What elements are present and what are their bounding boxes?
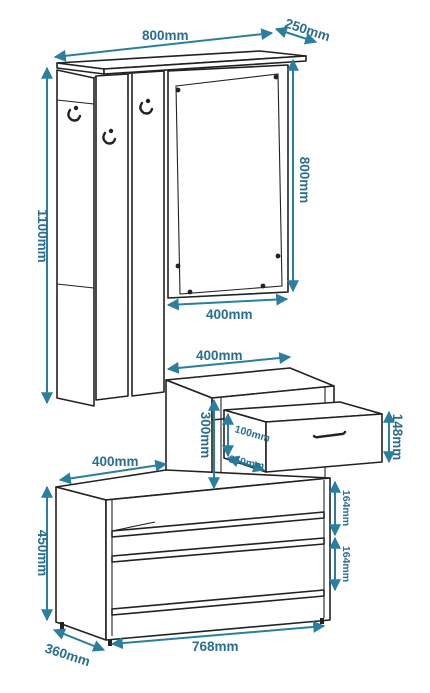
label-total-height: 1100mm bbox=[35, 209, 50, 262]
hook-icon bbox=[102, 128, 117, 145]
label-drawer-height: 148mm bbox=[390, 414, 405, 461]
label-bench-width: 768mm bbox=[192, 639, 239, 654]
panel-3 bbox=[131, 70, 165, 397]
label-module-height: 300mm bbox=[198, 412, 213, 459]
bench-side bbox=[55, 486, 107, 641]
label-shelf-lower: 164mm bbox=[340, 546, 352, 582]
foot bbox=[60, 622, 64, 630]
label-mirror-height: 800mm bbox=[297, 157, 312, 204]
label-module-width: 400mm bbox=[196, 348, 243, 363]
coat-rack bbox=[56, 50, 307, 407]
label-top-width: 800mm bbox=[142, 28, 189, 43]
shelf-1 bbox=[111, 511, 325, 538]
dimension-lines bbox=[41, 26, 395, 652]
shoe-bench bbox=[55, 469, 331, 646]
hook-icon bbox=[139, 98, 154, 115]
label-shelf-upper: 164mm bbox=[340, 490, 352, 526]
panel-4 bbox=[167, 64, 289, 299]
shelf-2 bbox=[111, 537, 325, 563]
panel-1 bbox=[56, 69, 95, 407]
label-mirror-width: 400mm bbox=[206, 307, 253, 322]
foot bbox=[108, 640, 112, 646]
mirror bbox=[175, 73, 283, 295]
shelf-3 bbox=[111, 589, 325, 616]
label-bench-height: 450mm bbox=[35, 530, 50, 577]
foot bbox=[320, 618, 324, 624]
label-bench-depth: 360mm bbox=[43, 641, 92, 670]
panel-2 bbox=[95, 73, 129, 401]
hook-icon bbox=[67, 105, 82, 122]
label-bench-depth-top: 400mm bbox=[92, 454, 139, 469]
drawer-front bbox=[265, 413, 383, 473]
